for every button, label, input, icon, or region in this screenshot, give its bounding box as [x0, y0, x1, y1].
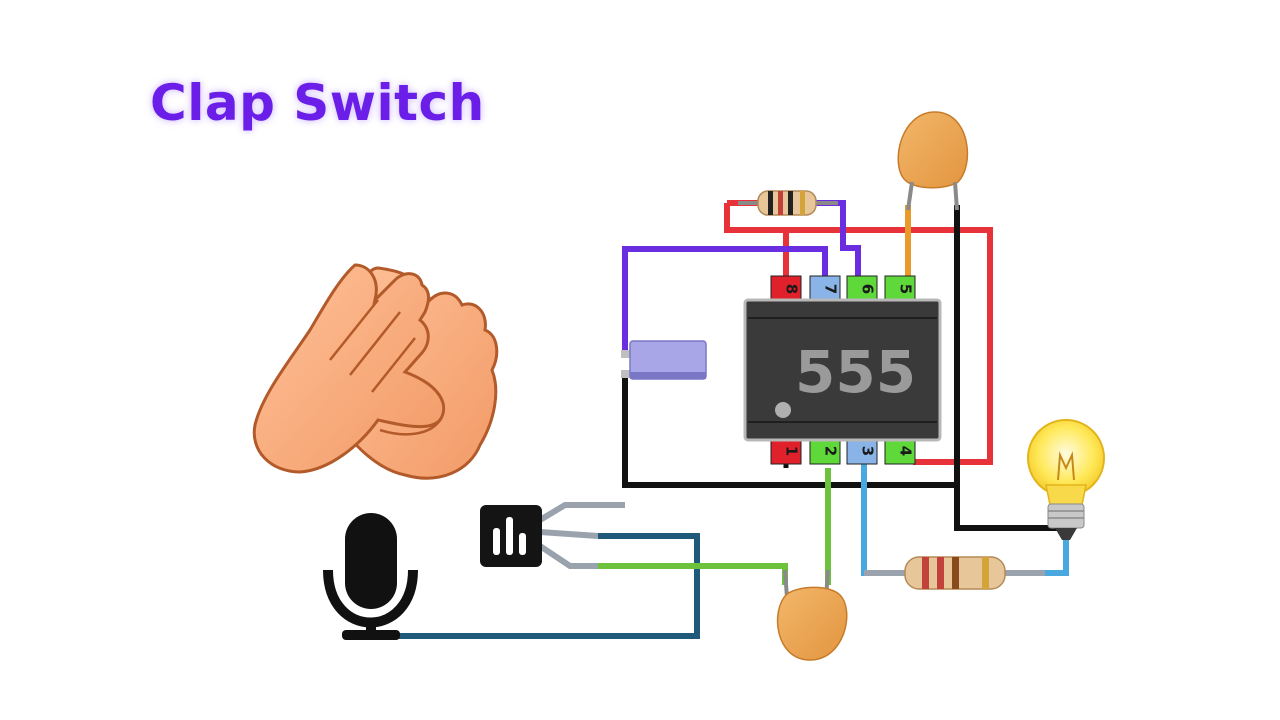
- pin1-dot: [775, 402, 791, 418]
- capacitor-top: [897, 111, 969, 211]
- pin-1: [770, 437, 802, 465]
- capacitor-electrolytic: [621, 340, 707, 380]
- pin-7-label: 7: [822, 284, 840, 294]
- pin-6-label: 6: [859, 284, 877, 294]
- ic-555: 555 8 7 6 5 1 2 3 4: [743, 275, 942, 465]
- pin-3-label: 3: [859, 446, 877, 456]
- wire-green-trigger: [598, 563, 788, 585]
- pin-4-label: 4: [897, 446, 915, 456]
- wire-black-gnd2: [622, 378, 957, 488]
- wire-black-ground: [954, 205, 1062, 531]
- resistor-top: [738, 190, 838, 216]
- clapping-hands-icon: [252, 263, 499, 480]
- wire-grey-collector: [538, 543, 598, 569]
- resistor-bottom: [904, 556, 1006, 590]
- pin-8-label: 8: [783, 284, 801, 294]
- wire-red-vcc: [724, 203, 993, 465]
- capacitor-bottom: [776, 569, 848, 661]
- ic-label: 555: [795, 338, 916, 406]
- pin-5: [884, 275, 916, 303]
- wire-purple-resistor: [815, 200, 861, 278]
- pin-2: [809, 437, 841, 465]
- microphone-icon: [323, 513, 418, 640]
- pin-2-label: 2: [822, 446, 840, 456]
- wire-navy-mic: [398, 533, 700, 639]
- pin-5-label: 5: [897, 284, 915, 294]
- wire-grey-emitter: [538, 502, 625, 523]
- diagram-title: Clap Switch: [150, 74, 485, 132]
- wire-blue-bulb: [1045, 540, 1069, 576]
- wire-blue-output: [861, 462, 905, 576]
- wire-grey-base: [539, 529, 599, 539]
- wire-purple-loop: [622, 246, 828, 354]
- light-bulb-icon: [1027, 419, 1105, 540]
- ic-body: [743, 298, 942, 442]
- wires: [398, 200, 1069, 639]
- pin-3: [846, 437, 878, 465]
- pin-1-label: 1: [783, 446, 801, 456]
- transistor-icon: [480, 505, 542, 567]
